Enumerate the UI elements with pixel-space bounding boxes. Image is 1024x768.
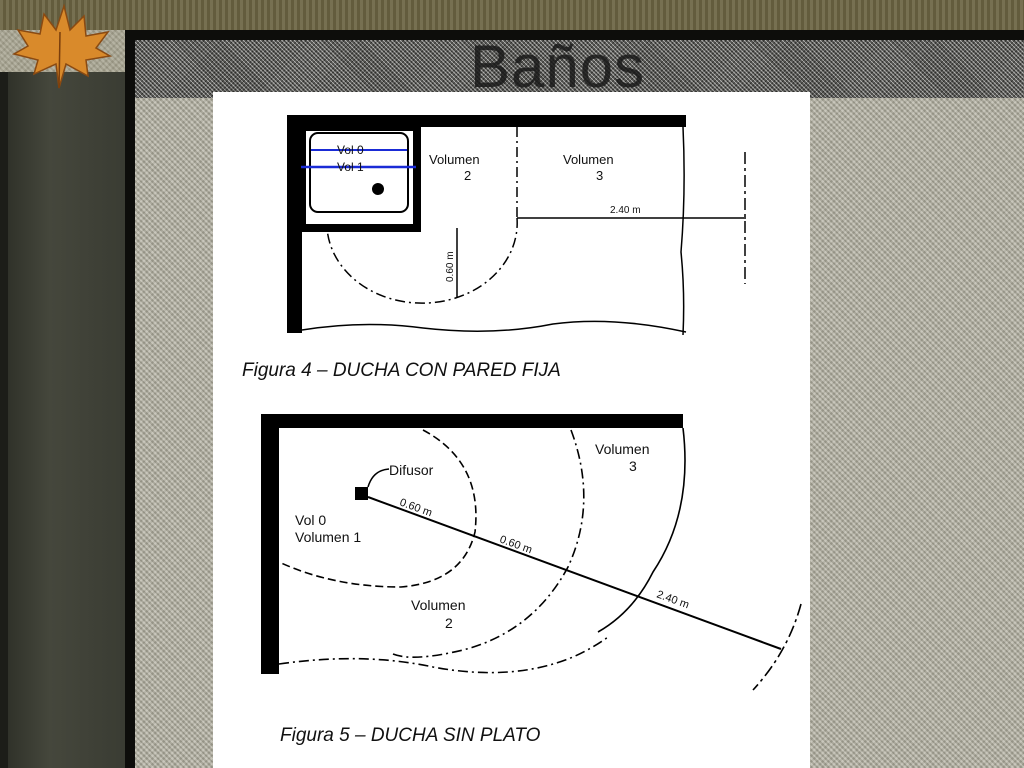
fig5-difusor-leader xyxy=(367,468,390,488)
fig5-vol0-label: Vol 0 xyxy=(295,512,326,528)
fig5-break-line-bottom xyxy=(278,636,609,674)
left-panel-stripe xyxy=(0,72,8,768)
figure5-caption: Figura 5 – DUCHA SIN PLATO xyxy=(280,725,541,746)
fig4-volumen3-label: Volumen xyxy=(563,152,614,167)
fig4-volumen2-number: 2 xyxy=(464,168,471,183)
fig4-drain-icon xyxy=(372,183,384,195)
slide-title: Baños xyxy=(470,33,646,100)
fig5-volumen3-number: 3 xyxy=(629,458,637,474)
fig5-difusor-icon xyxy=(355,487,368,500)
fig4-060-label: 0.60 m xyxy=(445,251,456,282)
fig5-wall-left xyxy=(261,414,279,674)
fig4-volumen2-label: Volumen xyxy=(429,152,480,167)
document-page: Vol 0 Vol 1 0.60 m 2.40 m Volumen 2 Volu… xyxy=(213,92,810,768)
fig4-volumen3-number: 3 xyxy=(596,168,603,183)
fig5-240-label: 2.40 m xyxy=(655,589,691,612)
left-panel xyxy=(0,72,125,768)
fig4-shower-tray xyxy=(309,132,409,213)
fig5-break-line-right xyxy=(597,427,686,633)
shower-zones-diagram: Vol 0 Vol 1 0.60 m 2.40 m Volumen 2 Volu… xyxy=(261,115,802,691)
fig4-vol0-label: Vol 0 xyxy=(337,143,364,157)
fig5-volumen2-number: 2 xyxy=(445,615,453,631)
maple-leaf-icon xyxy=(12,3,113,89)
fig5-060a-label: 0.60 m xyxy=(398,497,434,520)
fig4-vol1-label: Vol 1 xyxy=(337,160,364,174)
fig5-wall-top xyxy=(261,414,683,428)
figure-4: Vol 0 Vol 1 0.60 m 2.40 m Volumen 2 Volu… xyxy=(287,115,746,336)
fig4-240-label: 2.40 m xyxy=(610,205,641,216)
fig5-volumen1-label: Volumen 1 xyxy=(295,529,361,545)
fig4-break-line-bottom xyxy=(301,320,687,333)
fig5-060b-label: 0.60 m xyxy=(498,534,534,557)
fig5-difusor-label: Difusor xyxy=(389,462,434,478)
fig5-vol2-boundary xyxy=(392,429,585,658)
figure-5: Difusor Vol 0 Volumen 1 Volumen 2 Volume… xyxy=(261,414,802,691)
fig5-volumen3-label: Volumen xyxy=(595,441,649,457)
figure4-caption: Figura 4 – DUCHA CON PARED FIJA xyxy=(242,360,561,381)
fig5-vol3-boundary xyxy=(752,603,802,691)
fig5-volumen2-label: Volumen xyxy=(411,597,465,613)
fig5-radius-line xyxy=(367,496,782,650)
fig4-break-line-right xyxy=(680,126,685,336)
top-band xyxy=(0,0,1024,30)
title-strip xyxy=(135,40,1024,98)
fig5-vol1-boundary xyxy=(278,429,477,588)
fig4-shower-tray-frame xyxy=(298,123,421,232)
